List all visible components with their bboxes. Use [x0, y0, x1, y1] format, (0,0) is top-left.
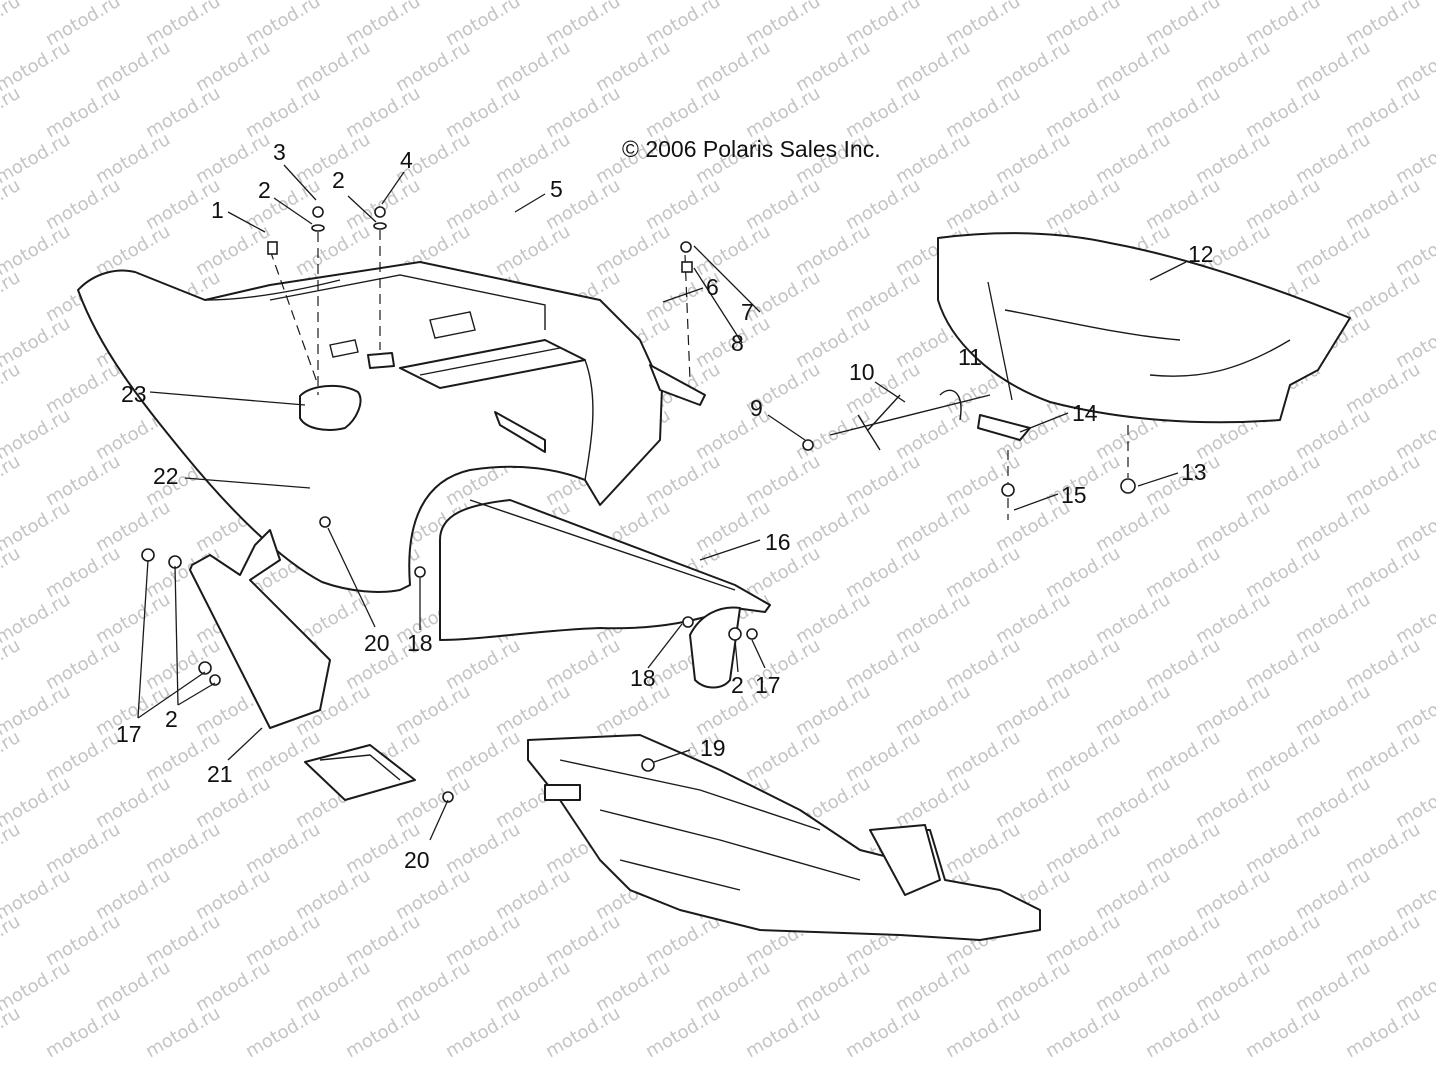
watermark-text: motod.ru	[1242, 1003, 1324, 1062]
watermark-text: motod.ru	[0, 267, 24, 326]
copyright-notice: © 2006 Polaris Sales Inc.	[622, 136, 881, 162]
callout-21: 21	[207, 761, 233, 787]
watermark-text: motod.ru	[1042, 1003, 1124, 1062]
callout-11: 11	[958, 344, 982, 370]
watermark-text: motod.ru	[0, 1003, 24, 1062]
callout-20b: 20	[404, 847, 430, 873]
watermark-text: motod.ru	[0, 543, 24, 602]
callout-1: 1	[211, 197, 224, 223]
watermark-text: motod.ru	[0, 635, 24, 694]
callout-2e: 2	[731, 672, 744, 698]
rear-fender	[77, 261, 706, 593]
watermark-text: motod.ru	[742, 1003, 824, 1062]
watermark-text: motod.ru	[0, 83, 24, 142]
callout-23: 23	[121, 381, 147, 407]
callout-15: 15	[1061, 482, 1087, 508]
callout-6: 6	[706, 274, 719, 300]
callout-3: 3	[273, 139, 286, 165]
mud-flap	[189, 529, 331, 729]
callout-10: 10	[849, 359, 875, 385]
watermark-text: motod.ru	[642, 1003, 724, 1062]
callout-2b: 2	[332, 167, 345, 193]
callouts: 1 2 3 2 4 5 6 7 8 9 10 11 12 13 14 15 16…	[116, 139, 1214, 873]
watermark-text: motod.ru	[242, 1003, 324, 1062]
callout-17a: 17	[116, 721, 142, 747]
callout-12: 12	[1188, 241, 1214, 267]
watermark-text: motod.ru	[0, 911, 24, 970]
callout-2c: 2	[165, 706, 178, 732]
callout-7: 7	[741, 299, 754, 325]
watermark-text: motod.ru	[842, 1003, 924, 1062]
chassis-frame	[527, 734, 1041, 941]
watermark-text: motod.ru	[0, 359, 24, 418]
callout-20a: 20	[364, 630, 390, 656]
callout-19: 19	[700, 735, 726, 761]
callout-4: 4	[400, 147, 413, 173]
callout-18a: 18	[407, 630, 433, 656]
watermark-text: motod.ru	[42, 1003, 124, 1062]
callout-18b: 18	[630, 665, 656, 691]
watermark-text: motod.ru	[0, 819, 24, 878]
watermark-text: motod.ru	[0, 451, 24, 510]
callout-5: 5	[550, 176, 563, 202]
leader-lines	[137, 164, 1187, 841]
hardware-items	[141, 206, 1136, 803]
watermark-text: motod.ru	[0, 175, 24, 234]
callout-22: 22	[153, 463, 179, 489]
callout-17b: 17	[755, 672, 781, 698]
watermark-text: motod.ru	[942, 1003, 1024, 1062]
callout-13: 13	[1181, 459, 1207, 485]
watermark-text: motod.ru	[542, 1003, 624, 1062]
callout-8: 8	[731, 330, 744, 356]
callout-14: 14	[1072, 400, 1098, 426]
seat	[937, 232, 1351, 424]
footrest-bracket	[304, 744, 416, 801]
watermark-text: motod.ru	[342, 1003, 424, 1062]
callout-16: 16	[765, 529, 791, 555]
watermark-text: motod.ru	[442, 1003, 524, 1062]
watermark-text: motod.ru	[0, 0, 24, 50]
watermark-text: motod.ru	[142, 1003, 224, 1062]
rear-fender-extension	[439, 499, 771, 641]
callout-2a: 2	[258, 177, 271, 203]
watermark-text: motod.ru	[1142, 1003, 1224, 1062]
watermark-text: motod.ru	[1342, 1003, 1424, 1062]
callout-9: 9	[750, 395, 763, 421]
seat-latch-rod	[802, 389, 1031, 451]
watermark-text: motod.ru	[0, 727, 24, 786]
